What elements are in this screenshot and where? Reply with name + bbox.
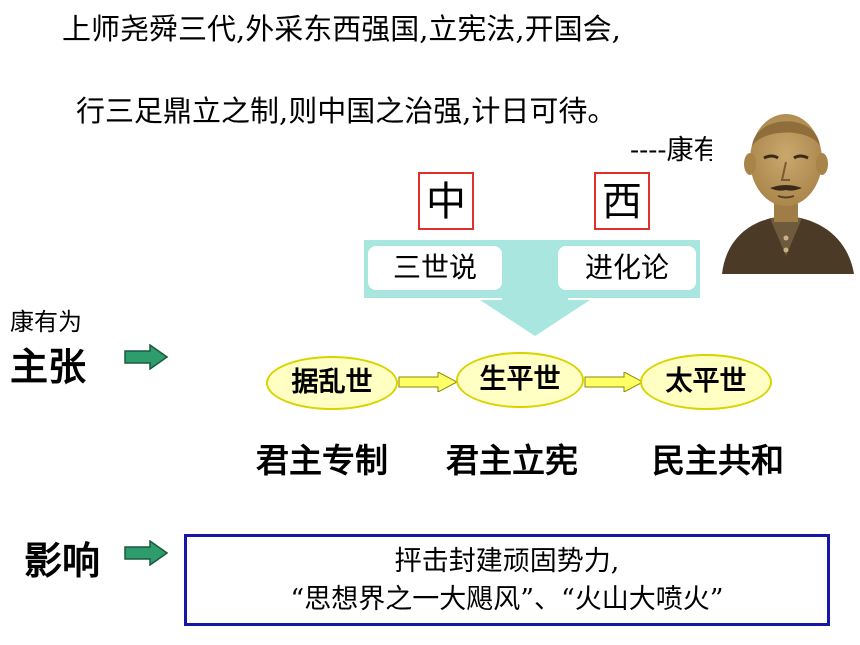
claims-arrow-icon — [124, 344, 168, 370]
stage-great-peace: 太平世 — [640, 354, 772, 410]
system-absolute-monarchy: 君主专制 — [256, 441, 388, 480]
stage-rising-peace: 生平世 — [456, 352, 584, 408]
portrait-kang-youwei — [712, 88, 860, 274]
subject-label: 康有为 — [10, 308, 82, 336]
influence-arrow-icon — [124, 540, 168, 566]
influence-box: 抨击封建顽固势力, “思想界之一大飓风”、“火山大喷火” — [184, 534, 830, 626]
theory-three-ages: 三世说 — [368, 246, 502, 290]
stage-arrow-1 — [398, 372, 458, 392]
theory-evolution: 进化论 — [558, 246, 696, 290]
influence-line-1: 抨击封建顽固势力, — [394, 546, 620, 577]
claims-label: 主张 — [10, 345, 87, 389]
source-west-box: 西 — [594, 172, 650, 230]
system-republic: 民主共和 — [652, 441, 784, 480]
stage-arrow-2 — [584, 372, 644, 392]
influence-label: 影响 — [24, 539, 101, 583]
portrait-image — [712, 88, 860, 274]
influence-line-2: “思想界之一大飓风”、“火山大喷火” — [290, 584, 724, 615]
system-constitutional-monarchy: 君主立宪 — [446, 441, 578, 480]
quote-line-2: 行三足鼎立之制,则中国之治强,计日可待。 — [76, 94, 617, 128]
merge-down-arrow — [480, 296, 590, 336]
quote-line-1: 上师尧舜三代,外采东西强国,立宪法,开国会, — [62, 12, 621, 46]
stage-chaos: 据乱世 — [266, 356, 398, 410]
source-china-box: 中 — [418, 172, 474, 230]
